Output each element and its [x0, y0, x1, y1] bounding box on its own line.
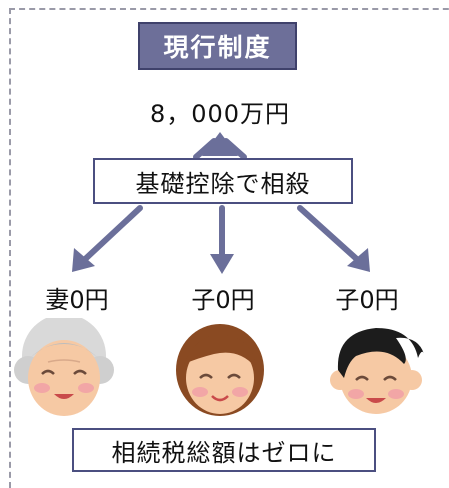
arrow-to-wife [79, 205, 143, 265]
arrowhead-wife [72, 248, 95, 272]
woman-face-icon [176, 324, 264, 416]
elderly-woman-face-icon [14, 318, 114, 416]
arrowhead-child-1 [210, 254, 234, 274]
heir-label-wife: 妻0円 [45, 286, 109, 314]
arrowhead-top [202, 132, 238, 156]
heir-label-child-2: 子0円 [335, 286, 399, 314]
arrowhead-child-2 [347, 248, 370, 272]
arrow-to-child-2 [297, 205, 363, 265]
estate-total: 8，000万円 [149, 100, 291, 128]
dashed-frame [9, 8, 449, 488]
inheritance-tax-result-box: 相続税総額はゼロに [72, 428, 376, 472]
distribution-arrows [72, 132, 370, 274]
basic-deduction-box: 基礎控除で相殺 [93, 158, 353, 204]
man-face-icon [330, 328, 424, 414]
title-badge: 現行制度 [138, 22, 297, 70]
arrow-up-right [223, 138, 247, 160]
heir-label-child-1: 子0円 [191, 286, 255, 314]
arrow-up-left [193, 138, 217, 160]
